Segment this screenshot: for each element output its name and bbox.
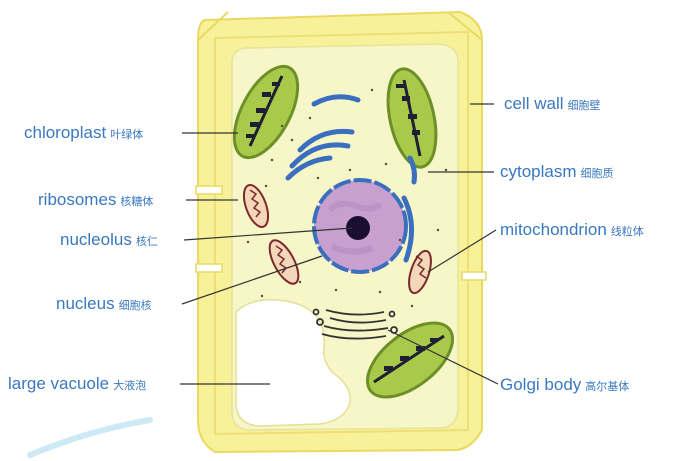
label-cytoplasm-en: cytoplasm [500, 162, 577, 181]
label-cell-wall-zh: 细胞壁 [568, 99, 601, 112]
label-mitochondrion-en: mitochondrion [500, 220, 607, 239]
label-large-vacuole: large vacuole 大液泡 [8, 375, 146, 392]
label-cytoplasm-zh: 细胞质 [581, 167, 614, 180]
label-nucleolus-en: nucleolus [60, 230, 132, 249]
label-mitochondrion: mitochondrion 线粒体 [500, 221, 644, 238]
label-nucleus-en: nucleus [56, 294, 115, 313]
plasmodesma-left-lower [196, 264, 222, 272]
label-golgi-body: Golgi body 高尔基体 [500, 376, 629, 393]
label-mitochondrion-zh: 线粒体 [611, 225, 644, 238]
decorative-brush-stroke [30, 420, 150, 455]
plasmodesma-left-upper [196, 186, 222, 194]
label-cytoplasm: cytoplasm 细胞质 [500, 163, 614, 180]
label-ribosomes-zh: 核糖体 [120, 195, 153, 208]
label-golgi-body-zh: 高尔基体 [585, 380, 629, 393]
label-nucleolus: nucleolus 核仁 [60, 231, 158, 248]
label-chloroplast-en: chloroplast [24, 123, 106, 142]
label-golgi-body-en: Golgi body [500, 375, 581, 394]
label-cell-wall: cell wall 细胞壁 [504, 95, 601, 112]
label-nucleus-zh: 细胞核 [119, 299, 152, 312]
label-ribosomes: ribosomes 核糖体 [38, 191, 153, 208]
label-large-vacuole-zh: 大液泡 [113, 379, 146, 392]
label-chloroplast: chloroplast 叶绿体 [24, 124, 143, 141]
nucleus [314, 180, 406, 272]
label-ribosomes-en: ribosomes [38, 190, 116, 209]
label-cell-wall-en: cell wall [504, 94, 564, 113]
label-chloroplast-zh: 叶绿体 [110, 128, 143, 141]
plasmodesma-right [462, 272, 486, 280]
label-nucleus: nucleus 细胞核 [56, 295, 152, 312]
label-nucleolus-zh: 核仁 [136, 235, 158, 248]
label-large-vacuole-en: large vacuole [8, 374, 109, 393]
